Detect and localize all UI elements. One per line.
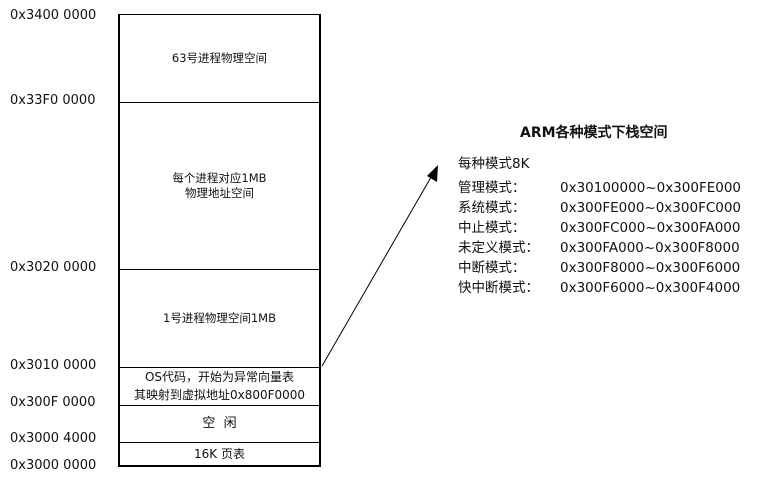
segment-process-63: 63号进程物理空间 [120, 15, 319, 103]
address-label: 0x33F0 0000 [10, 93, 96, 108]
segment-free: 空 闲 [120, 405, 319, 443]
mode-row: 中止模式： 0x300FC000~0x300FA000 [458, 218, 741, 238]
segment-os-code: OS代码，开始为异常向量表其映射到虚拟地址0x800F0000 [120, 367, 319, 406]
segment-label: 每个进程对应1MB [172, 170, 267, 185]
mode-range: 0x300F8000~0x300F6000 [560, 260, 741, 276]
address-label: 0x3020 0000 [10, 260, 97, 275]
mode-name: 中止模式： [458, 220, 526, 236]
address-label: 0x3010 0000 [10, 358, 97, 373]
mode-range: 0x30100000~0x300FE000 [560, 180, 742, 196]
segment-page-table: 16K 页表 [120, 442, 319, 467]
segment-label: 16K 页表 [194, 447, 245, 461]
mode-row: 未定义模式： 0x300FA000~0x300F8000 [458, 238, 741, 258]
stack-subtitle: 每种模式8K [458, 156, 530, 172]
mode-range: 0x300FC000~0x300FA000 [560, 220, 741, 236]
segment-process-1: 1号进程物理空间1MB [120, 269, 319, 368]
mode-row: 快中断模式： 0x300F6000~0x300F4000 [458, 278, 741, 298]
mode-name: 管理模式： [458, 180, 526, 196]
mode-list: 管理模式： 0x30100000~0x300FE000 系统模式： 0x300FE0… [458, 178, 741, 298]
mode-name: 系统模式： [458, 200, 526, 216]
mode-row: 中断模式： 0x300F8000~0x300F6000 [458, 258, 741, 278]
mode-range: 0x300FA000~0x300F8000 [560, 240, 740, 256]
address-label: 0x3400 0000 [10, 8, 97, 23]
segment-label: 空 闲 [202, 416, 237, 431]
mode-name: 未定义模式： [458, 240, 539, 256]
stack-title: ARM各种模式下栈空间 [520, 125, 668, 141]
address-label: 0x300F 0000 [10, 395, 96, 410]
segment-label: 其映射到虚拟地址0x800F0000 [133, 388, 306, 402]
address-label: 0x3000 0000 [10, 458, 97, 473]
mode-name: 快中断模式： [458, 280, 539, 296]
mode-row: 管理模式： 0x30100000~0x300FE000 [458, 178, 741, 198]
mode-name: 中断模式： [458, 260, 526, 276]
segment-label: 物理地址空间 [184, 185, 254, 200]
mode-row: 系统模式： 0x300FE000~0x300FC000 [458, 198, 741, 218]
segment-label: 63号进程物理空间 [171, 51, 268, 65]
mode-range: 0x300F6000~0x300F4000 [560, 280, 741, 296]
address-label: 0x3000 4000 [10, 431, 97, 446]
segment-label: OS代码，开始为异常向量表 [144, 370, 295, 384]
mode-range: 0x300FE000~0x300FC000 [560, 200, 742, 216]
segment-label: 1号进程物理空间1MB [163, 310, 276, 325]
